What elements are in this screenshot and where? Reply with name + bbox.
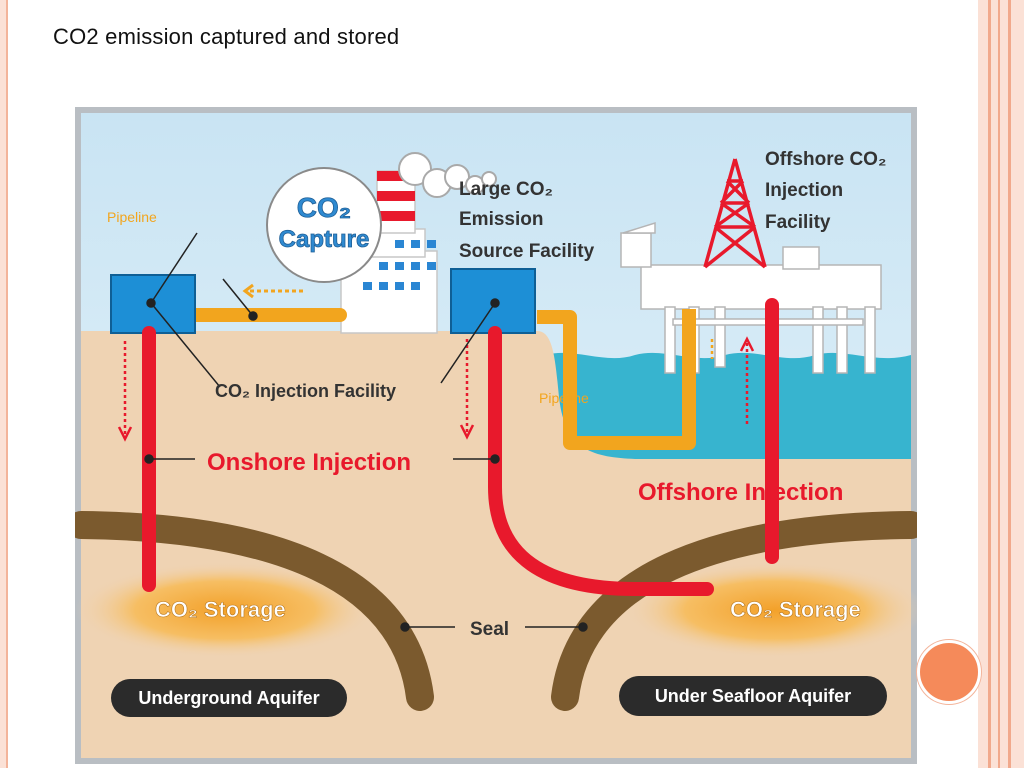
offshore-facility-label: Facility	[765, 212, 831, 233]
flow-arrows	[117, 336, 755, 442]
offshore-facility-label: Offshore CO₂	[765, 149, 886, 170]
underground-aquifer-label: Underground Aquifer	[138, 688, 319, 708]
leader-lines	[144, 232, 588, 632]
factory-windows	[363, 240, 436, 290]
seal-left	[75, 511, 434, 711]
smoke-cloud	[398, 152, 497, 198]
offshore-platform	[620, 221, 882, 374]
underground-aquifer-pill	[111, 679, 347, 717]
co2-storage-left-label: CO₂ Storage	[155, 597, 286, 622]
injection-facility-label: CO₂ Injection Facility	[215, 381, 396, 401]
co2-capture-label: CO₂	[297, 192, 351, 223]
slide-title: CO2 emission captured and stored	[53, 24, 400, 49]
pipeline-left-label: Pipeline	[107, 209, 157, 225]
accent-dot	[917, 640, 981, 704]
co2-capture-label: Capture	[279, 226, 370, 253]
onshore-injection-label: Onshore Injection	[207, 449, 411, 476]
seafloor-aquifer-pill	[619, 676, 887, 716]
seal-right	[551, 511, 917, 711]
slide-border-right	[978, 0, 1024, 768]
seal-label: Seal	[470, 619, 509, 640]
injection-well-center	[488, 326, 714, 596]
ccs-diagram: CO₂ Capture	[75, 107, 917, 764]
offshore-facility-label: Injection	[765, 180, 843, 201]
oil-derrick	[703, 158, 767, 269]
large-source-label: Source Facility	[459, 241, 595, 262]
slide-border-left	[0, 0, 8, 768]
co2-capture-bubble	[266, 167, 382, 283]
seafloor-aquifer-label: Under Seafloor Aquifer	[655, 686, 851, 706]
co2-storage-right-label: CO₂ Storage	[730, 597, 861, 622]
large-source-label: Large CO₂	[459, 179, 553, 200]
pipeline-right-label: Pipeline	[539, 390, 589, 406]
offshore-injection-label: Offshore Injection	[638, 479, 843, 506]
large-source-label: Emission	[459, 209, 543, 230]
pipeline-offshore	[537, 309, 696, 450]
